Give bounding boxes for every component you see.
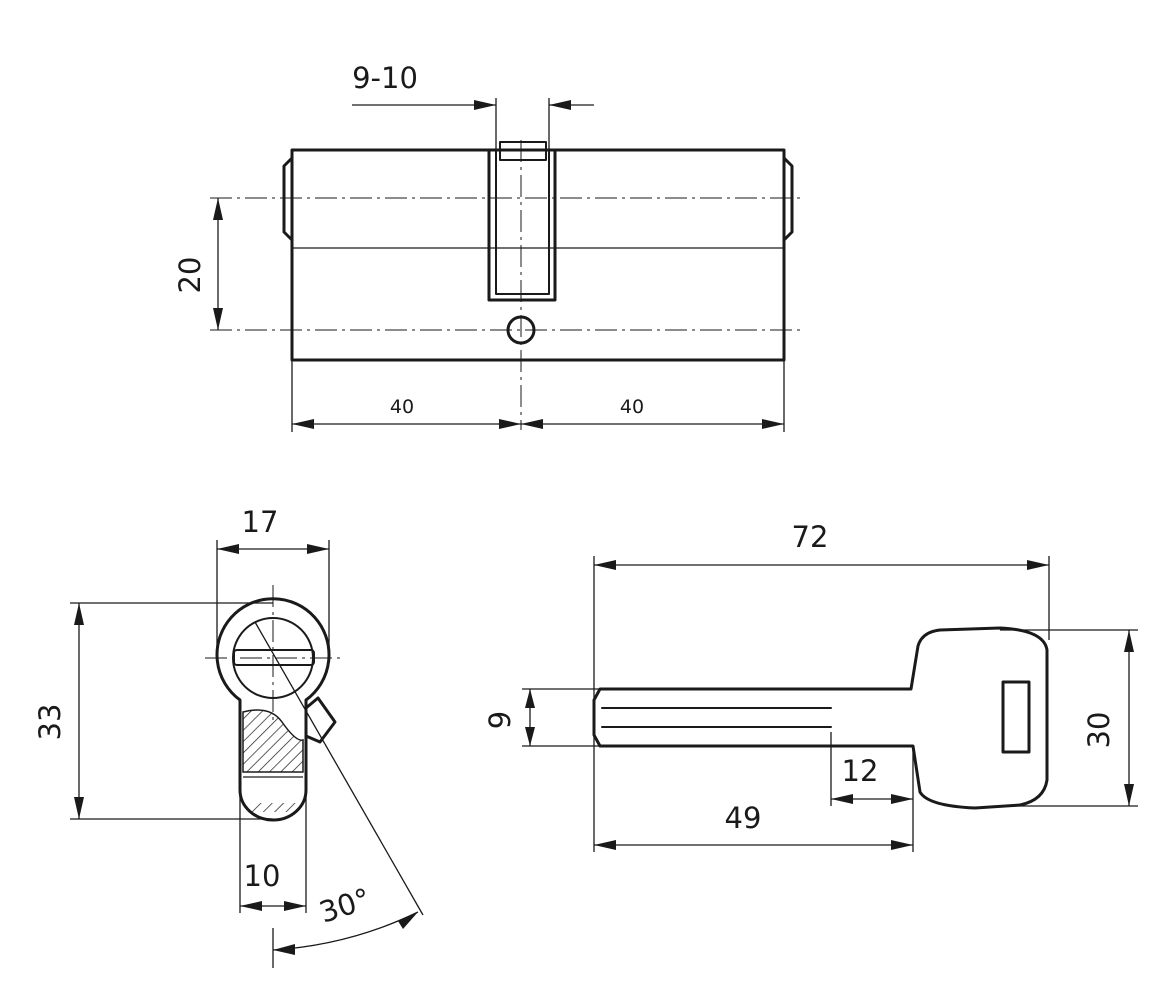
dim-cam-angle-label: 30° [315, 881, 374, 929]
cam-slot [487, 148, 557, 302]
dim-cam-angle: 30° [272, 881, 419, 968]
dim-key-blade-height: 9 [483, 688, 600, 747]
dim-profile-height-label: 33 [33, 704, 67, 741]
dim-key-blade-length-label: 49 [725, 801, 762, 835]
dim-profile-height: 33 [33, 602, 273, 820]
dim-profile-width-label: 17 [242, 505, 279, 539]
dim-center-distance: 20 [173, 198, 223, 330]
dim-cam-slot: 9-10 [352, 61, 594, 150]
dim-key-head-height: 30 [1000, 629, 1138, 807]
dim-key-total-label: 72 [792, 520, 829, 554]
dim-left-length-label: 40 [390, 396, 414, 418]
cam [499, 141, 547, 161]
dim-profile-bottom-label: 10 [244, 859, 281, 893]
cylinder-body [290, 148, 786, 362]
cam-angle-line [254, 621, 424, 916]
profile-bottom-shade [250, 803, 298, 812]
dim-center-distance-label: 20 [173, 257, 207, 294]
dim-key-blade-height-label: 9 [483, 711, 517, 729]
dim-profile-width: 17 [216, 505, 330, 658]
hatched-section [242, 709, 304, 773]
dim-profile-bottom: 10 [239, 790, 307, 913]
cam-slot-inner [495, 149, 550, 295]
cylinder-profile-view: 17 33 10 30° [33, 505, 424, 968]
cam-tab [304, 696, 337, 744]
dim-right-length-label: 40 [620, 396, 644, 418]
cylinder-side-view: 9-10 20 40 40 [173, 61, 800, 432]
key-head-window [1001, 680, 1031, 754]
dim-key-blade-length: 49 [594, 801, 913, 850]
dim-key-total: 72 [593, 520, 1050, 852]
dim-key-head-height-label: 30 [1082, 712, 1116, 749]
dim-lengths: 40 40 [291, 360, 785, 432]
dim-key-shoulder: 12 [830, 732, 914, 852]
dim-cam-slot-label: 9-10 [352, 61, 418, 95]
dim-key-shoulder-label: 12 [842, 754, 879, 788]
left-end-cap [282, 156, 294, 242]
right-end-cap [782, 156, 794, 242]
key-outline [592, 626, 1049, 810]
key-view: 72 9 30 12 [483, 520, 1138, 852]
